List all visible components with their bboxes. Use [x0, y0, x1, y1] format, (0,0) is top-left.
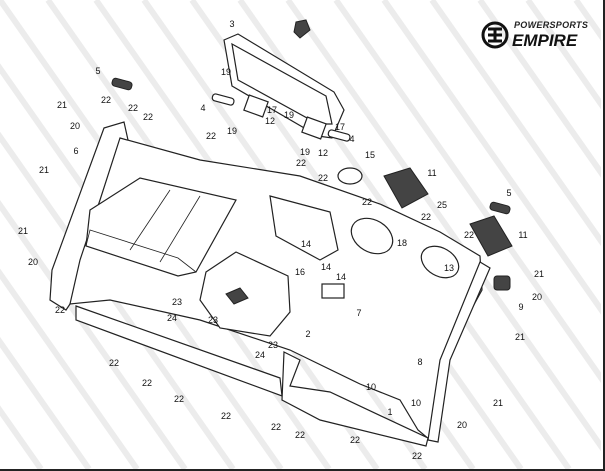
speaker-grille-right [469, 215, 513, 257]
callout-label: 7 [356, 308, 361, 318]
callout-label: 3 [229, 19, 234, 29]
callout-label: 18 [397, 238, 407, 248]
callout-label: 22 [464, 230, 474, 240]
callout-label: 4 [200, 103, 205, 113]
callout-label: 14 [321, 262, 331, 272]
brand-line2: EMPIRE [512, 31, 578, 50]
grip-pad-right [489, 201, 511, 215]
callout-label: 19 [300, 147, 310, 157]
callout-label: 22 [221, 411, 231, 421]
gauge-opening-center [269, 195, 339, 261]
speaker-grille-top [383, 167, 429, 209]
ignition-switch [337, 167, 363, 185]
callout-label: 19 [227, 126, 237, 136]
callout-label: 22 [350, 435, 360, 445]
callout-label: 17 [267, 105, 277, 115]
watermark-band [525, 0, 601, 110]
watermark-band [0, 336, 92, 469]
callout-label: 22 [143, 112, 153, 122]
callout-label: 22 [295, 430, 305, 440]
latch-knob [293, 19, 311, 39]
callout-label: 9 [518, 302, 523, 312]
switch-module [321, 283, 345, 299]
callout-label: 21 [493, 398, 503, 408]
callout-label: 20 [457, 420, 467, 430]
callout-label: 2 [305, 329, 310, 339]
callout-label: 19 [221, 67, 231, 77]
brand-logo: POWERSPORTS EMPIRE [480, 20, 600, 54]
callout-label: 19 [284, 110, 294, 120]
callout-label: 20 [28, 257, 38, 267]
callout-label: 6 [73, 146, 78, 156]
callout-label: 21 [534, 269, 544, 279]
callout-label: 22 [206, 131, 216, 141]
callout-label: 21 [57, 100, 67, 110]
watermark-band [0, 200, 188, 469]
gauge-opening-right [420, 245, 460, 279]
callout-label: 22 [128, 103, 138, 113]
callout-label: 24 [255, 350, 265, 360]
callout-label: 8 [417, 357, 422, 367]
watermark-band [429, 0, 601, 247]
callout-label: 23 [172, 297, 182, 307]
callout-label: 5 [506, 188, 511, 198]
callout-label: 21 [18, 226, 28, 236]
callout-label: 5 [95, 66, 100, 76]
callout-label: 22 [174, 394, 184, 404]
watermark-band [381, 0, 601, 315]
grip-pad-left [111, 77, 133, 91]
brand-line1: POWERSPORTS [514, 20, 589, 30]
power-outlet [493, 275, 511, 291]
callout-label: 20 [532, 292, 542, 302]
watermark-band [285, 0, 601, 452]
callout-label: 10 [366, 382, 376, 392]
watermark-band [477, 0, 601, 178]
callout-label: 11 [518, 230, 527, 240]
callout-label: 22 [55, 305, 65, 315]
callout-label: 22 [318, 173, 328, 183]
callout-label: 21 [39, 165, 49, 175]
callout-label: 23 [208, 315, 218, 325]
callout-label: 12 [318, 148, 328, 158]
callout-label: 15 [365, 150, 375, 160]
callout-label: 1 [387, 407, 392, 417]
callout-label: 14 [336, 272, 346, 282]
callout-label: 24 [167, 313, 177, 323]
callout-label: 12 [265, 116, 275, 126]
callout-label: 22 [362, 197, 372, 207]
callout-label: 22 [296, 158, 306, 168]
callout-label: 22 [271, 422, 281, 432]
callout-label: 22 [421, 212, 431, 222]
callout-label: 20 [70, 121, 80, 131]
callout-label: 14 [301, 239, 311, 249]
callout-label: 13 [444, 263, 454, 273]
hinge-pin-right [327, 129, 351, 142]
callout-label: 4 [349, 134, 354, 144]
hinge-left [243, 94, 269, 118]
hinge-pin-left [211, 93, 235, 106]
watermark-band [0, 268, 140, 469]
callout-label: 11 [427, 168, 436, 178]
gauge-opening-left [350, 217, 394, 255]
empire-logo-icon [481, 21, 509, 49]
callout-label: 17 [335, 122, 345, 132]
callout-label: 21 [515, 332, 525, 342]
callout-label: 25 [437, 200, 447, 210]
hinge-right [301, 116, 327, 140]
callout-label: 22 [101, 95, 111, 105]
callout-label: 22 [142, 378, 152, 388]
callout-label: 16 [295, 267, 305, 277]
callout-label: 22 [412, 451, 422, 461]
callout-label: 22 [109, 358, 119, 368]
callout-label: 23 [268, 340, 278, 350]
right-pillar [427, 261, 491, 443]
callout-label: 10 [411, 398, 421, 408]
